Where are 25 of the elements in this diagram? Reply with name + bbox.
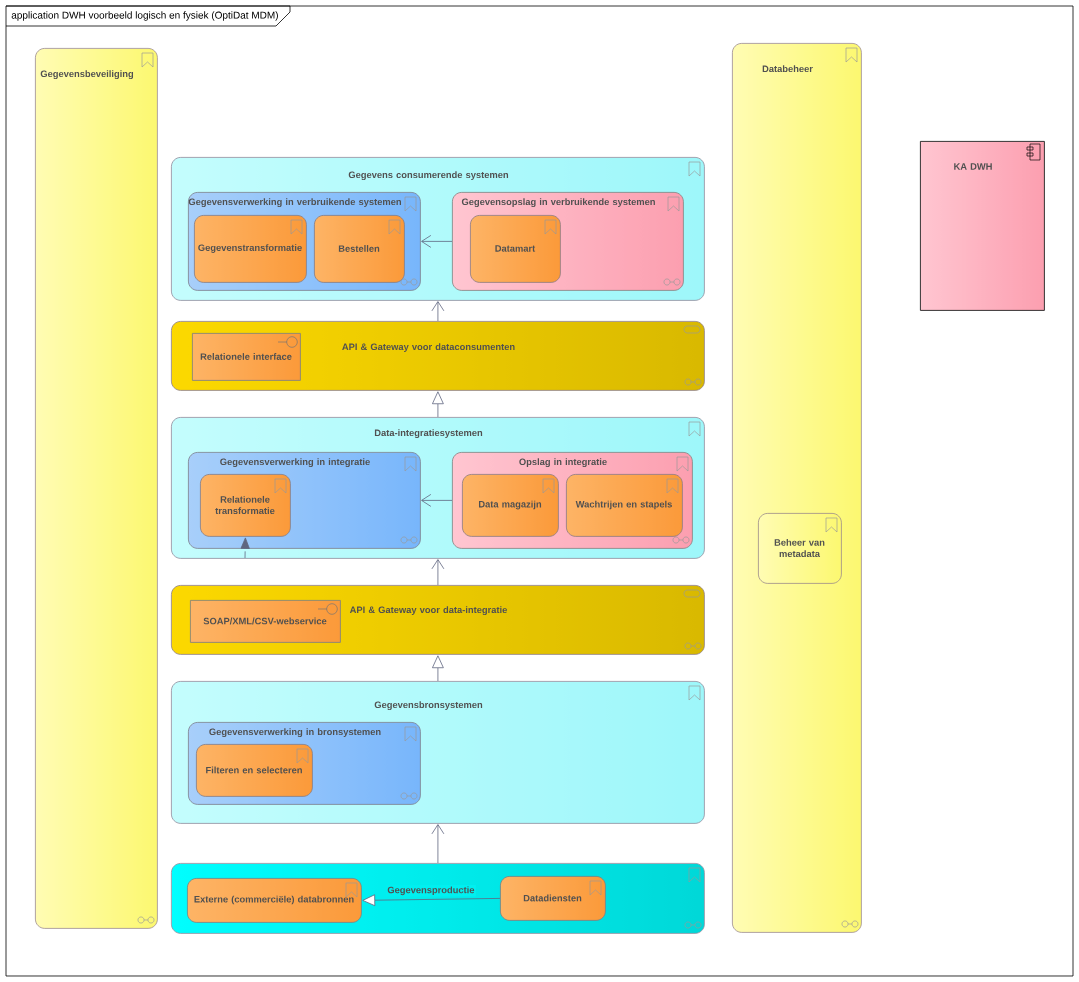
arrow [431, 824, 445, 864]
arrow [240, 537, 250, 559]
function-box: Beheer van metadata [758, 513, 842, 584]
function-box: Datadiensten [500, 876, 606, 921]
component-box: KA DWH [920, 141, 1045, 311]
function-box: Externe (commerciële) databronnen [187, 878, 362, 923]
title-tab: application DWH voorbeeld logisch en fysiek (OptiDat MDM) [5, 5, 291, 27]
arrow [421, 494, 453, 507]
function-box: Gegevenstransformatie [194, 215, 307, 283]
interface-box: SOAP/XML/CSV-webservice [190, 600, 341, 643]
function-box: Data magazijn [462, 474, 559, 537]
function-box: Bestellen [314, 215, 405, 283]
function-box: Gegevensbeveiliging [35, 48, 158, 929]
arrow [432, 391, 444, 418]
arrow [431, 301, 445, 322]
function-box: Filteren en selecteren [196, 744, 313, 797]
function-box: Relationele transformatie [200, 474, 291, 537]
function-box: Wachtrijen en stapels [566, 474, 683, 537]
edge-label: Gegevensproductie [386, 885, 476, 897]
arrow [421, 235, 453, 248]
function-box: Datamart [470, 215, 561, 283]
arrow [432, 655, 444, 682]
interface-box: Relationele interface [192, 333, 301, 381]
arrow [362, 894, 501, 907]
arrow [431, 559, 445, 586]
